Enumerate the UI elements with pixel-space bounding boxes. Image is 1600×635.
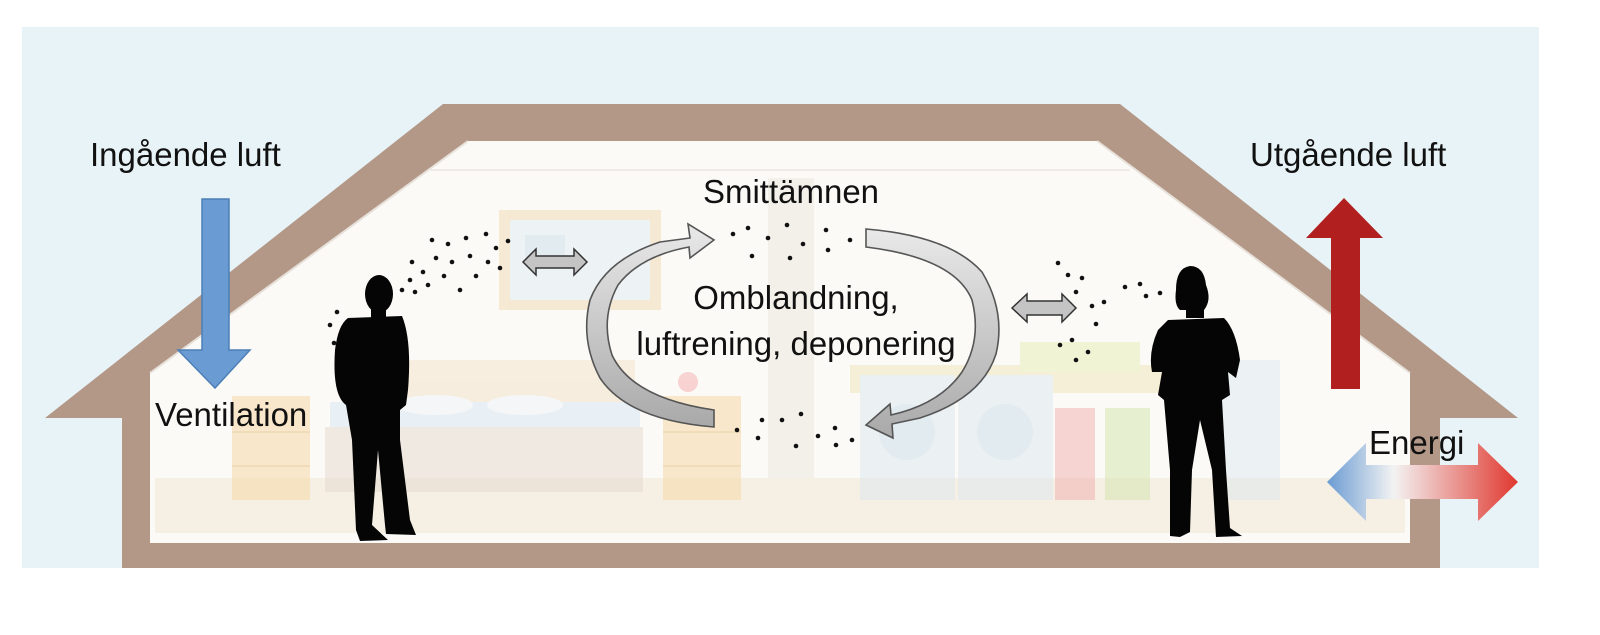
- exchange-arrow-left-icon: [521, 247, 589, 277]
- room-divider: [768, 178, 814, 530]
- person-silhouette-icon: [334, 275, 416, 541]
- nightstand-left: [232, 396, 310, 500]
- mixing-label-line2: luftrening, deponering: [636, 325, 956, 362]
- energy-arrow: [1327, 443, 1518, 521]
- ventilation-label: Ventilation: [155, 396, 308, 433]
- outgoing-air-arrow: [1306, 198, 1383, 389]
- mixing-label-line1: Omblandning,: [693, 279, 899, 316]
- incoming-air-label: Ingående luft: [90, 136, 281, 173]
- circulation-arrows-icon: [585, 222, 1000, 440]
- wall-picture: [499, 210, 661, 310]
- energy-label: Energi: [1369, 424, 1465, 461]
- outgoing-air-label: Utgående luft: [1250, 136, 1447, 173]
- exchange-arrow-right-icon: [1010, 292, 1078, 324]
- pathogens-label: Smittämnen: [702, 173, 880, 210]
- incoming-air-arrow: [176, 198, 252, 390]
- woman-silhouette-icon: [1150, 266, 1242, 537]
- aerosol-particles-icon: [327, 222, 1163, 449]
